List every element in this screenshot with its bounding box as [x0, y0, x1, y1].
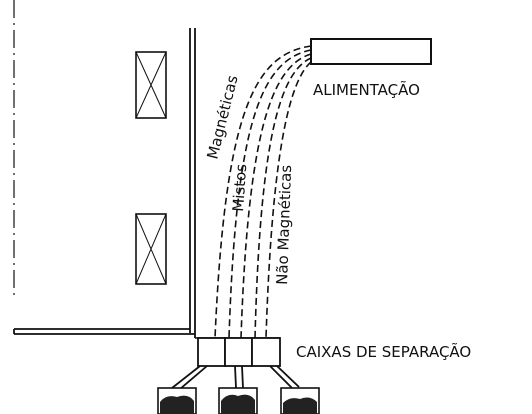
separation-box-mixed [224, 337, 253, 367]
lower-window [135, 213, 167, 285]
upper-window [135, 51, 167, 119]
magnetic-stream-inner [228, 49, 312, 339]
non-magnetic-stream-label: Não Magnéticas [273, 164, 295, 285]
mixed-stream [240, 53, 312, 339]
magnetic-stream-outer [214, 45, 312, 339]
chutes [171, 365, 300, 390]
mixed-stream-label: Mistos [229, 163, 250, 212]
non-magnetic-stream-outer [265, 61, 312, 339]
floor-slab [13, 328, 280, 339]
separation-box-magnetic [197, 337, 226, 367]
boxes-label: CAIXAS DE SEPARAÇÃO [296, 342, 471, 361]
feed-box [310, 38, 432, 65]
separation-boxes [197, 337, 281, 367]
non-magnetic-stream-inner [254, 57, 312, 339]
feed-label: ALIMENTAÇÃO [313, 80, 420, 99]
magnetic-stream-label: Magnéticas [203, 73, 241, 161]
vertical-wall [189, 28, 196, 338]
collection-bin-magnetic [157, 387, 197, 414]
collection-bin-mixed [218, 387, 258, 414]
separation-box-non-magnetic [251, 337, 281, 367]
collection-bin-non-magnetic [280, 387, 320, 414]
